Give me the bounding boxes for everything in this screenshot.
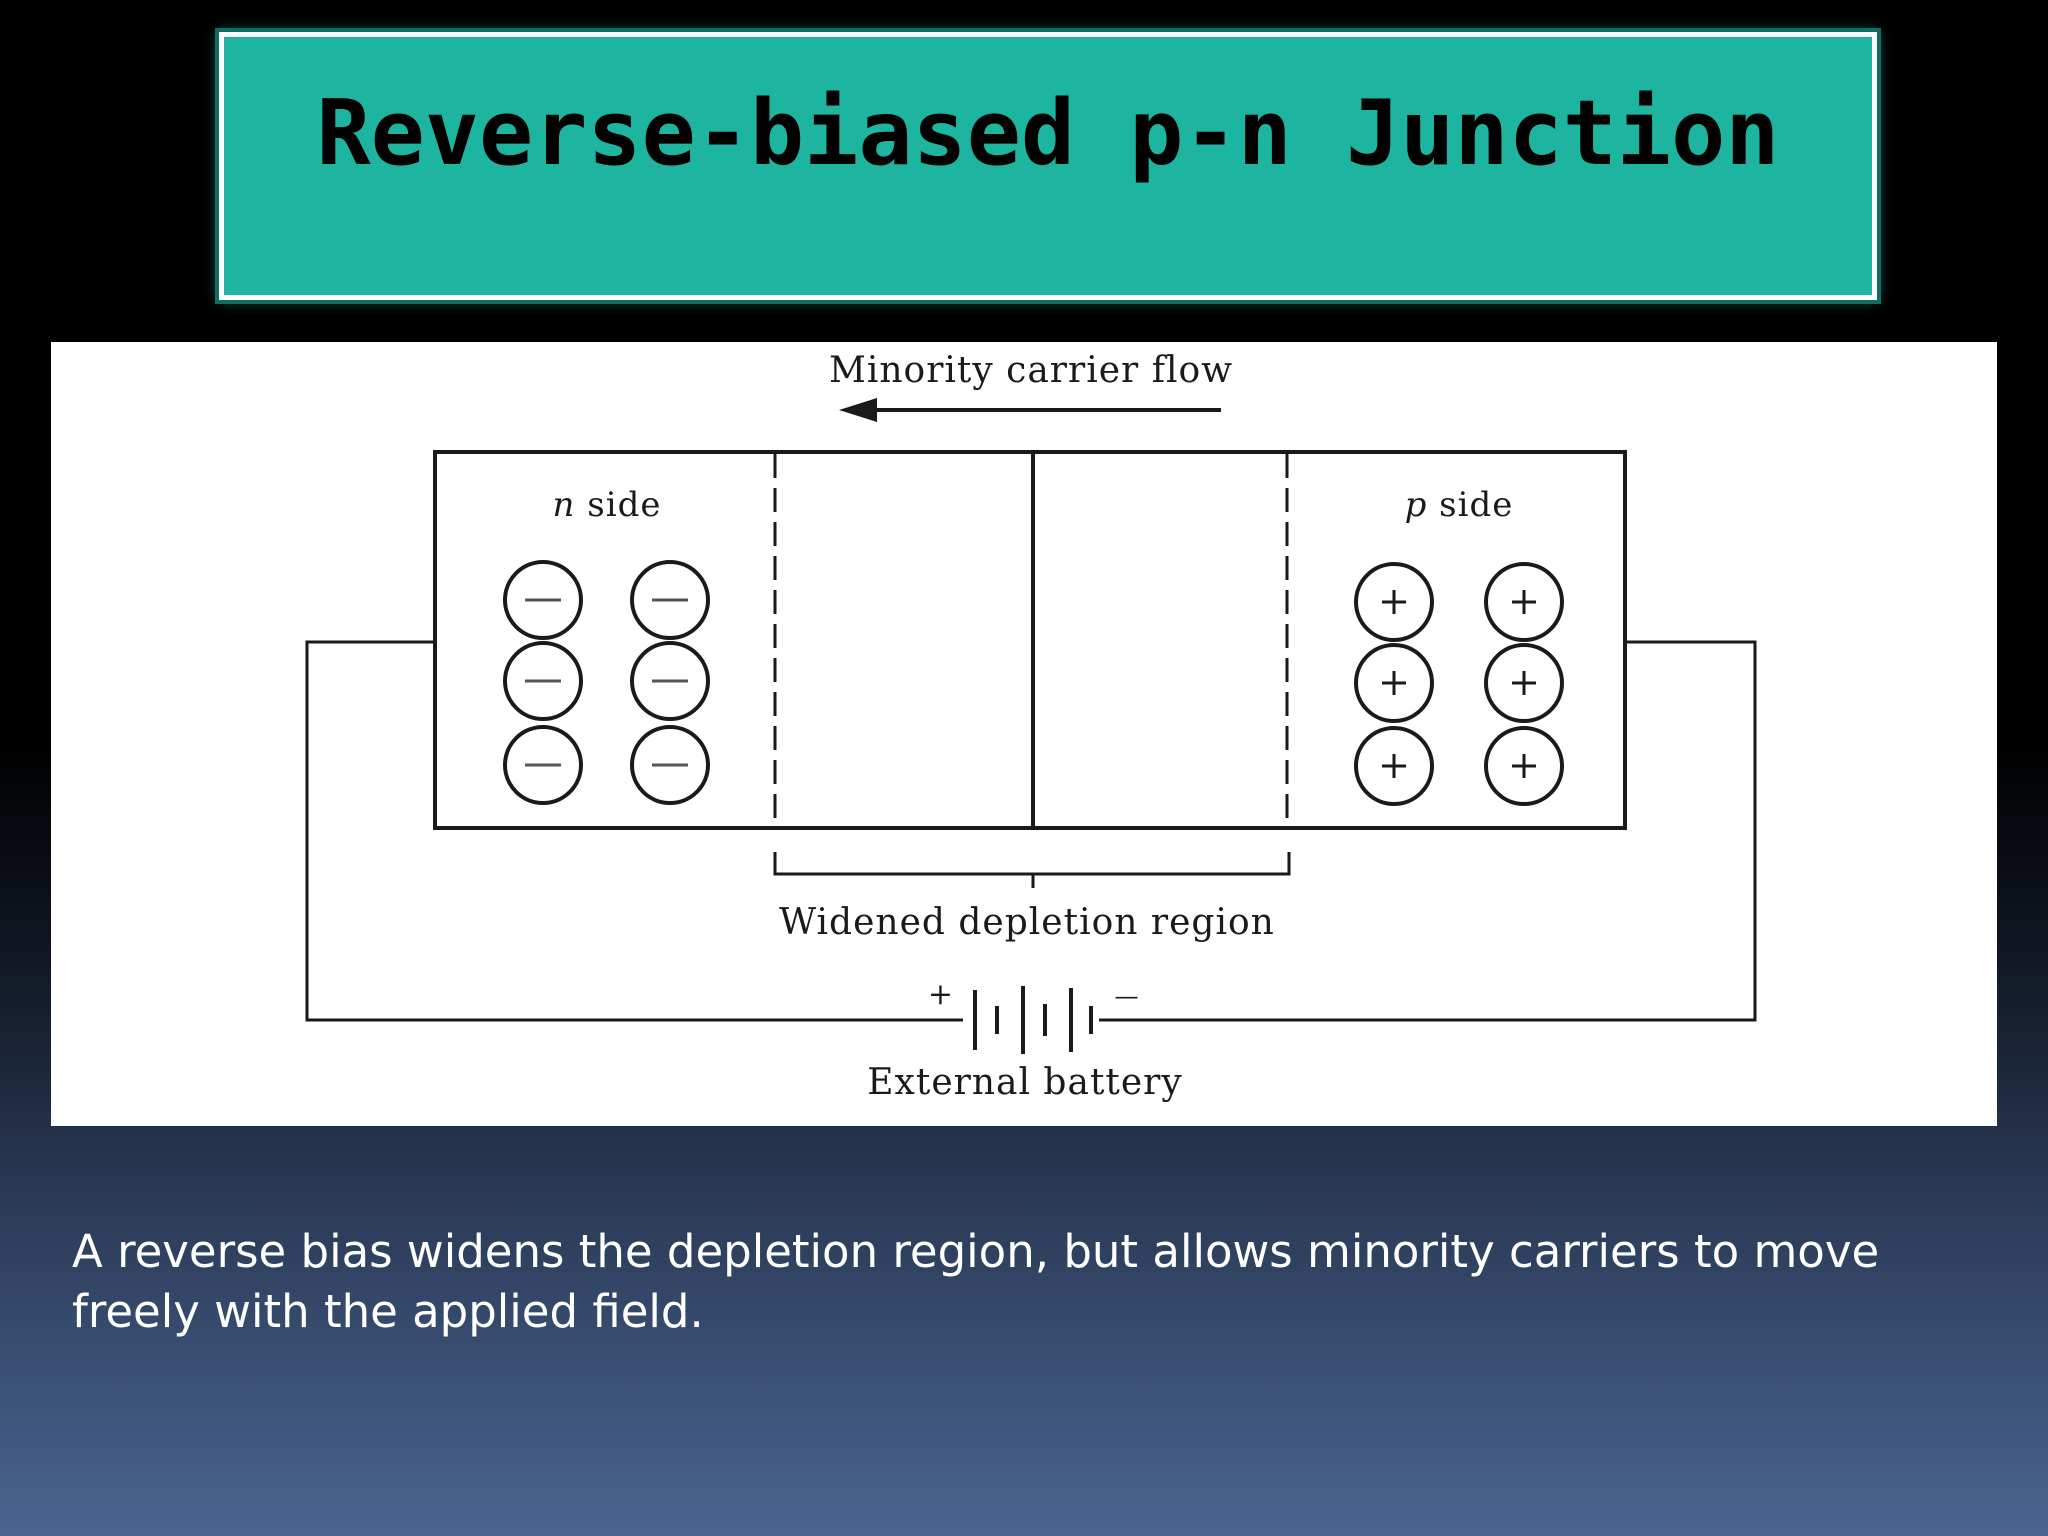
circuit-wire-left <box>305 640 963 1022</box>
n-side-word: side <box>575 485 661 525</box>
n-side-label: n side <box>553 485 662 525</box>
circuit-wire-right <box>1099 640 1757 1022</box>
depletion-bracket <box>773 852 1291 876</box>
external-battery-label: External battery <box>867 1062 1182 1103</box>
positive-ion <box>1354 726 1434 806</box>
n-side-ions <box>503 560 710 805</box>
junction-body <box>433 450 1627 830</box>
diagram-svg: Minority carrier flow n side p side <box>305 350 1757 1103</box>
negative-ion <box>503 725 583 805</box>
positive-ion <box>1354 562 1434 642</box>
title-box: Reverse-biased p-n Junction <box>219 32 1877 300</box>
negative-ion <box>630 560 710 640</box>
p-side-label: p side <box>1405 485 1514 525</box>
positive-ion <box>1354 643 1434 723</box>
p-side-word: side <box>1427 485 1513 525</box>
slide-title: Reverse-biased p-n Junction <box>316 81 1780 186</box>
n-side-letter: n <box>553 485 576 525</box>
minority-flow-label: Minority carrier flow <box>829 350 1233 391</box>
negative-ion <box>630 641 710 721</box>
battery-icon <box>973 986 1093 1054</box>
pn-junction-diagram: Minority carrier flow n side p side <box>51 342 1997 1126</box>
p-side-letter: p <box>1405 485 1428 525</box>
negative-ion <box>503 560 583 640</box>
p-side-ions <box>1354 562 1564 806</box>
positive-ion <box>1484 643 1564 723</box>
positive-ion <box>1484 726 1564 806</box>
depletion-region-label: Widened depletion region <box>779 902 1275 943</box>
negative-ion <box>503 641 583 721</box>
battery-plus-sign: + <box>928 977 954 1012</box>
battery-minus-sign: — <box>1115 982 1140 1010</box>
minority-flow-arrow-head <box>839 398 877 422</box>
slide-caption: A reverse bias widens the depletion regi… <box>72 1225 1880 1338</box>
positive-ion <box>1484 562 1564 642</box>
negative-ion <box>630 725 710 805</box>
